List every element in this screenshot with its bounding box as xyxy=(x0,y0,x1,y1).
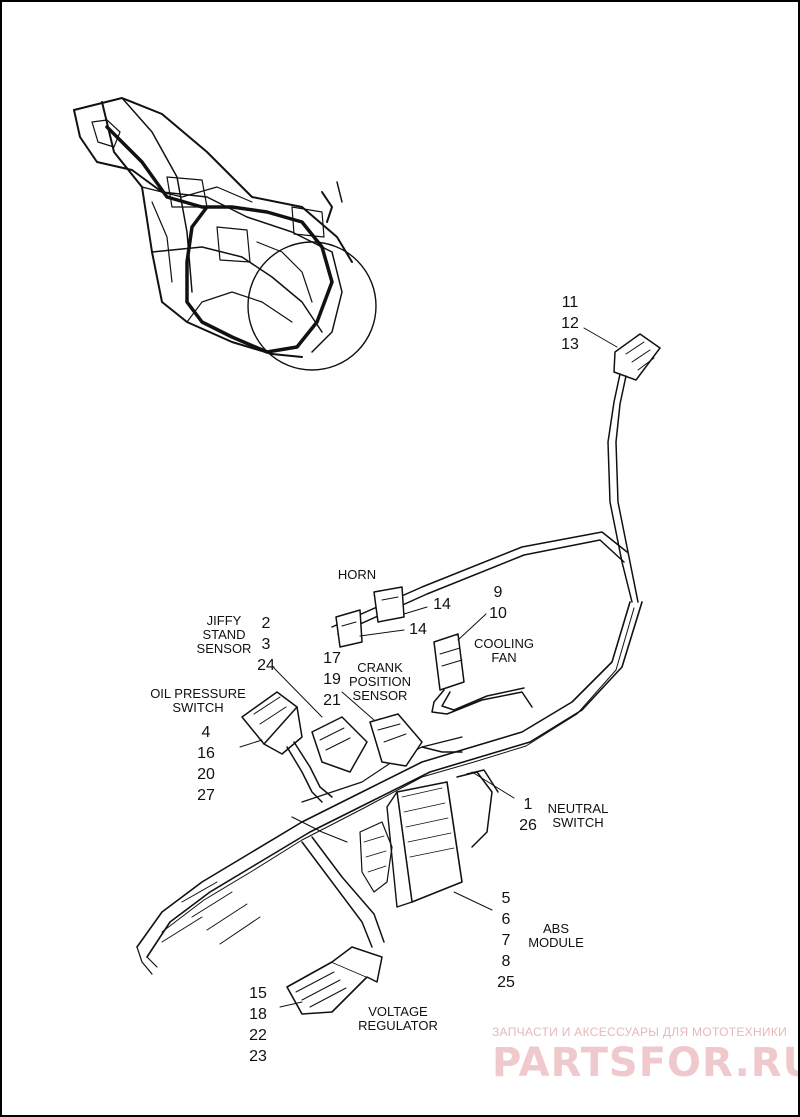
crank-position-connector xyxy=(369,713,463,767)
horn-branch xyxy=(331,531,628,648)
label-abs-module: ABS MODULE xyxy=(528,921,584,950)
label-neutral-switch: NEUTRAL SWITCH xyxy=(547,801,609,830)
callout-horn-mount: 14 xyxy=(433,596,451,613)
oil-pressure-connector xyxy=(241,691,333,803)
callout-cooling-fan: 9 10 xyxy=(489,584,507,622)
label-jiffy-stand: JIFFY STAND SENSOR xyxy=(196,613,252,656)
label-crank-position: CRANK POSITION SENSOR xyxy=(348,660,412,703)
abs-module xyxy=(359,781,463,908)
label-cooling-fan: COOLING FAN xyxy=(474,636,534,665)
callout-neutral-switch: 1 26 xyxy=(519,796,537,834)
callout-jiffy-stand: 2 3 24 xyxy=(257,615,275,674)
horn-connector-detail xyxy=(607,333,661,603)
label-horn: HORN xyxy=(337,567,377,582)
frame-overview-inset xyxy=(73,97,377,371)
callout-abs-module: 5 6 7 8 25 xyxy=(497,890,515,991)
callout-crank-position: 17 19 21 xyxy=(323,650,341,709)
callout-oil-pressure: 4 16 20 27 xyxy=(197,724,215,804)
neutral-switch-lead xyxy=(456,769,499,848)
leader-lines xyxy=(239,327,618,1008)
label-oil-pressure: OIL PRESSURE SWITCH xyxy=(150,686,246,715)
watermark-tagline: ЗАПЧАСТИ И АКСЕССУАРЫ ДЛЯ МОТОТЕХНИКИ xyxy=(492,1025,788,1039)
label-voltage-regulator: VOLTAGE REGULATOR xyxy=(358,1004,438,1033)
watermark-logo: PARTSFOR.RU xyxy=(492,1040,800,1086)
cooling-fan-connector xyxy=(431,633,533,715)
voltage-regulator xyxy=(286,836,385,1015)
jiffy-stand-connector xyxy=(311,716,368,773)
callout-voltage-regulator: 15 18 22 23 xyxy=(249,985,267,1065)
callout-horn-mount-2: 14 xyxy=(409,621,427,638)
callout-horn-connector: 11 12 13 xyxy=(561,294,579,353)
main-harness xyxy=(136,601,643,975)
